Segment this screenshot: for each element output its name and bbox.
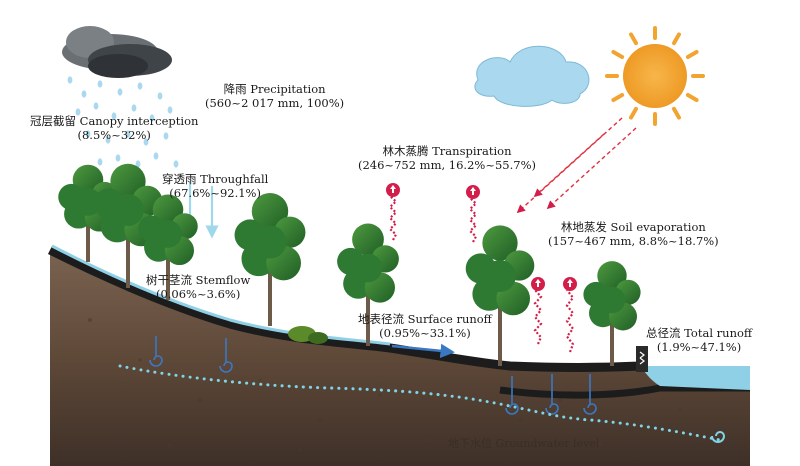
stemflow-name: 树干茎流 Stemflow	[146, 273, 251, 287]
label-groundwater-level: 地下水位 Groundwater level	[448, 437, 600, 450]
raindrop	[149, 114, 155, 122]
raindrop	[67, 76, 73, 84]
stemflow-value: (0.06%~3.6%)	[155, 287, 241, 301]
raindrop	[153, 152, 159, 160]
raindrop	[75, 108, 81, 116]
transpiration-name: 林木蒸腾 Transpiration	[382, 144, 512, 158]
label-transpiration: 林木蒸腾 Transpiration (246~752 mm, 16.2%~55…	[358, 144, 536, 172]
throughfall-value: (67.6%~92.1%)	[169, 186, 261, 200]
canopy-interception-value: (8.5%~32%)	[77, 128, 151, 142]
soil-layer	[50, 252, 750, 466]
tree-icon	[583, 261, 641, 366]
raindrop	[135, 160, 141, 168]
stream-water	[640, 366, 750, 390]
transpiration-value: (246~752 mm, 16.2%~55.7%)	[358, 158, 536, 172]
label-surface-runoff: 地表径流 Surface runoff (0.95%~33.1%)	[358, 312, 492, 340]
channel-bed	[499, 384, 750, 399]
vapor-arrow	[466, 185, 480, 243]
raindrop	[167, 106, 173, 114]
raindrop	[157, 92, 163, 100]
tree-icon	[337, 223, 399, 346]
raindrop	[105, 136, 111, 144]
label-soil-evaporation: 林地蒸发 Soil evaporation (157~467 mm, 8.8%~…	[548, 220, 719, 248]
raindrop	[85, 130, 91, 138]
sun-ray	[685, 50, 699, 59]
forest-trees	[58, 163, 641, 366]
label-total-runoff: 总径流 Total runoff (1.9%~47.1%)	[646, 326, 752, 354]
sun-ray	[672, 32, 681, 46]
sun-ray	[611, 93, 625, 102]
raindrop	[173, 160, 179, 168]
canopy-interception-name: 冠层截留 Canopy interception	[30, 114, 199, 128]
surface-runoff-value: (0.95%~33.1%)	[379, 326, 471, 340]
sky-cloud-icon	[474, 45, 590, 107]
tree-icon	[138, 194, 198, 300]
vapor-arrow	[563, 277, 577, 353]
raindrop	[143, 138, 149, 146]
surface-water-film	[51, 244, 391, 346]
raindrop	[117, 88, 123, 96]
solar-radiation-arrows	[516, 117, 637, 214]
infiltration-swirls	[149, 336, 597, 415]
raindrop	[81, 90, 87, 98]
groundwater-outlet-icon	[711, 431, 726, 443]
soil-evaporation-value: (157~467 mm, 8.8%~18.7%)	[548, 234, 719, 248]
tree-icon	[234, 192, 306, 326]
tree-icon	[93, 163, 163, 288]
raindrops	[67, 76, 179, 168]
ground-surface	[47, 245, 641, 372]
raindrop	[125, 130, 131, 138]
total-runoff-name: 总径流 Total runoff	[646, 326, 753, 340]
raindrop	[97, 158, 103, 166]
groundwater-line	[118, 364, 722, 442]
surface-runoff-arrow	[391, 343, 455, 359]
soil-texture	[88, 318, 702, 452]
sun-ray	[629, 106, 638, 120]
raindrop	[111, 112, 117, 120]
vapor-arrow	[531, 277, 545, 345]
weir-icon	[636, 346, 648, 372]
tree-icon	[465, 225, 535, 366]
label-precipitation: 降雨 Precipitation (560~2 017 mm, 100%)	[205, 82, 344, 110]
sun-ray	[611, 50, 625, 59]
rain-cloud-icon	[62, 26, 172, 78]
vapor-arrow	[386, 183, 400, 241]
surface-runoff-name: 地表径流 Surface runoff	[358, 312, 492, 326]
raindrop	[131, 104, 137, 112]
sun-ray	[685, 93, 699, 102]
raindrop	[93, 102, 99, 110]
raindrop	[115, 154, 121, 162]
throughfall-name: 穿透雨 Throughfall	[162, 172, 269, 186]
raindrop	[137, 82, 143, 90]
raindrop	[97, 80, 103, 88]
sun-ray	[672, 106, 681, 120]
soil-evaporation-name: 林地蒸发 Soil evaporation	[560, 220, 706, 234]
precipitation-name: 降雨 Precipitation	[223, 82, 326, 96]
sun-icon	[605, 26, 705, 126]
raindrop	[163, 132, 169, 140]
label-stemflow: 树干茎流 Stemflow (0.06%~3.6%)	[146, 273, 250, 301]
sun-ray	[629, 32, 638, 46]
precipitation-value: (560~2 017 mm, 100%)	[205, 96, 345, 110]
bush-icon	[288, 326, 328, 344]
total-runoff-value: (1.9%~47.1%)	[656, 340, 742, 354]
label-canopy-interception: 冠层截留 Canopy interception (8.5%~32%)	[30, 114, 198, 142]
vapor-flows	[386, 183, 577, 353]
label-throughfall: 穿透雨 Throughfall (67.6%~92.1%)	[162, 172, 268, 200]
